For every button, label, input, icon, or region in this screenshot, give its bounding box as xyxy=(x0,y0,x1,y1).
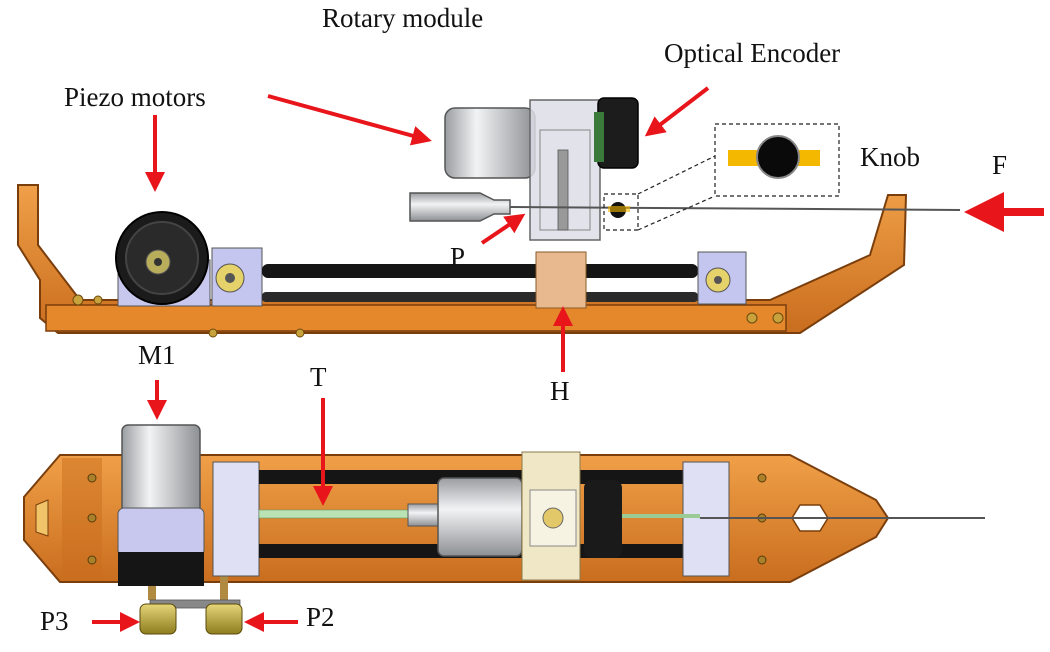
label-p2: P2 xyxy=(306,602,335,632)
pulley-p2 xyxy=(205,603,243,635)
label-h: H xyxy=(550,376,570,406)
pulley-p3 xyxy=(139,603,177,635)
top-view xyxy=(23,424,985,635)
left-clamp-side xyxy=(211,247,263,307)
arrow-rotary-module xyxy=(267,94,432,146)
rail-bottom-side xyxy=(262,292,698,302)
annotation-arrows xyxy=(92,86,1044,632)
knob-inset-ball xyxy=(756,135,800,179)
arrow-optical-encoder xyxy=(644,86,710,137)
right-clamp-side xyxy=(697,251,747,305)
label-m1: M1 xyxy=(138,340,176,370)
motor-body-top xyxy=(437,477,523,557)
left-slot xyxy=(35,499,49,537)
rotary-module xyxy=(444,97,639,241)
label-optical-encoder: Optical Encoder xyxy=(664,38,840,68)
label-p3: P3 xyxy=(40,606,69,636)
rail-upper-top xyxy=(259,470,699,484)
left-clamp-top xyxy=(212,461,260,577)
label-rotary-module: Rotary module xyxy=(322,3,483,33)
side-view xyxy=(17,97,961,338)
knob-zoom xyxy=(603,123,840,231)
coupler-top xyxy=(407,503,439,527)
label-t: T xyxy=(310,362,327,392)
frame-base-plate xyxy=(45,304,787,332)
rail-top-side xyxy=(262,264,698,278)
base-screws xyxy=(72,294,784,338)
needle-assembly-side xyxy=(409,192,961,222)
arrow-p xyxy=(480,213,526,245)
label-p: P xyxy=(450,242,465,272)
piezo-motor-m1-side xyxy=(115,211,211,307)
piezo-motor-m1-top xyxy=(117,424,241,609)
label-piezo-motors: Piezo motors xyxy=(64,82,206,112)
label-force: F xyxy=(992,150,1007,180)
slider-block-h xyxy=(535,251,587,309)
tube-t xyxy=(258,509,410,519)
label-knob: Knob xyxy=(860,142,920,172)
encoder-top xyxy=(584,480,622,558)
